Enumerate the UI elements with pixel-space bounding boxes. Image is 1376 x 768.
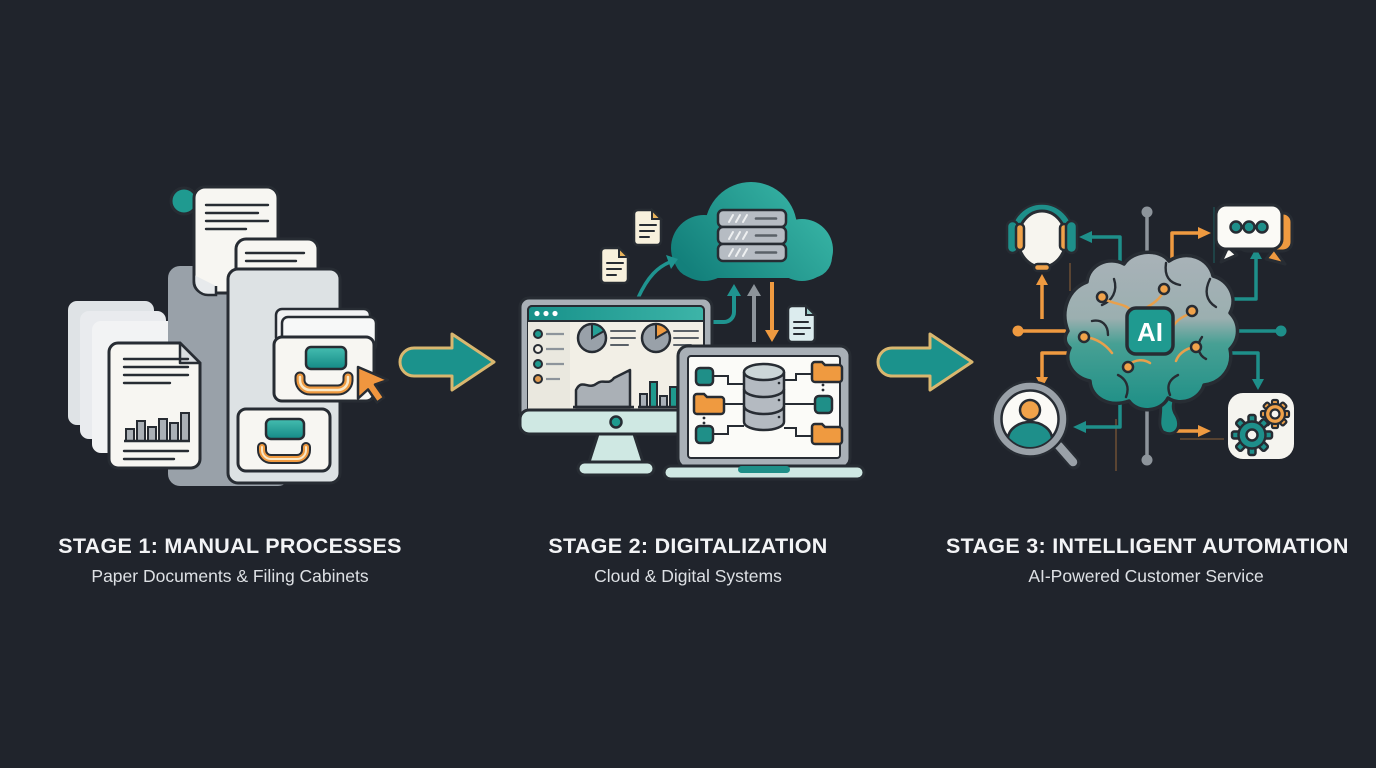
cloud-server-icon — [671, 182, 833, 281]
stage-1-subtitle: Paper Documents & Filing Cabinets — [91, 566, 369, 586]
drawer-front-icon — [272, 335, 376, 403]
database-laptop-icon — [662, 344, 866, 481]
ai-brain-icon: AI — [1063, 250, 1240, 436]
right-arrow-icon — [398, 332, 496, 392]
node-icon — [694, 424, 715, 445]
digitalization-graphic — [518, 182, 866, 481]
upload-arrow-icon — [636, 260, 672, 300]
bar-chart-document-icon — [107, 341, 202, 470]
database-icon — [742, 362, 786, 432]
chat-bubbles-icon — [1214, 203, 1294, 266]
pie-chart-icon — [640, 322, 699, 354]
stage-2-illustration — [498, 168, 878, 504]
automation-gears-icon — [1228, 393, 1294, 459]
manual-processes-graphic — [68, 185, 390, 486]
server-stack-icon — [716, 208, 788, 263]
stage-2-section: STAGE 2: DIGITALIZATION Cloud & Digital … — [498, 168, 878, 587]
intelligent-automation-graphic: AI — [991, 202, 1294, 471]
area-chart-icon — [573, 368, 634, 409]
sidebar-list-icon — [533, 329, 564, 384]
headset-icon — [1005, 202, 1079, 273]
stage-3-section: AI — [946, 168, 1349, 587]
stage-1-title: STAGE 1: MANUAL PROCESSES — [58, 534, 402, 558]
circuit-nodes-icon — [1077, 282, 1203, 374]
filing-cabinet-icon — [226, 267, 378, 485]
document-icon — [786, 303, 818, 344]
stage-3-title: STAGE 3: INTELLIGENT AUTOMATION — [946, 534, 1349, 558]
stage-3-illustration: AI — [946, 168, 1346, 504]
ai-chip-label: AI — [1137, 317, 1163, 347]
customer-search-icon — [991, 380, 1081, 470]
drawer-front-icon — [236, 407, 332, 473]
cursor-pointer-icon — [356, 365, 390, 404]
stage-2-title: STAGE 2: DIGITALIZATION — [548, 534, 828, 558]
circuit-traces-icon — [1069, 207, 1224, 471]
sync-arrows-icon — [710, 282, 818, 344]
document-icon — [599, 245, 631, 285]
stage-arrow-2 — [872, 326, 977, 403]
stage-1-section: STAGE 1: MANUAL PROCESSES Paper Document… — [40, 168, 420, 587]
document-icon — [632, 207, 664, 247]
gear-icon — [1230, 413, 1274, 457]
folder-icon — [810, 360, 844, 384]
stage-1-illustration — [40, 168, 420, 504]
node-icon — [694, 366, 715, 387]
upload-documents-icon — [599, 207, 678, 300]
stage-3-subtitle: AI-Powered Customer Service — [1028, 566, 1264, 586]
node-icon — [813, 394, 834, 415]
folder-icon — [692, 392, 726, 416]
dashboard-monitor-icon — [518, 296, 714, 477]
stage-arrow-1 — [394, 326, 499, 403]
gear-icon — [1259, 398, 1291, 430]
ai-chip-icon: AI — [1125, 306, 1175, 356]
folder-icon — [810, 422, 844, 446]
stage-2-subtitle: Cloud & Digital Systems — [594, 566, 782, 586]
pie-chart-icon — [576, 322, 636, 354]
right-arrow-icon — [876, 332, 974, 392]
